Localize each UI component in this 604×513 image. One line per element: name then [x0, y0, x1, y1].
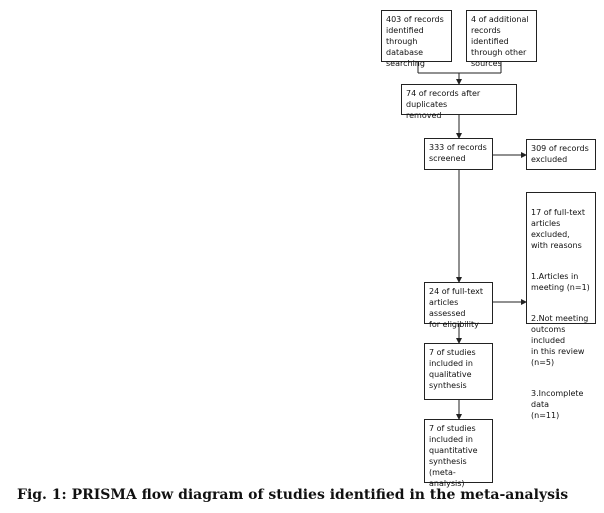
after-duplicates-box: 74 of records after duplicates removed	[401, 84, 517, 120]
qualitative-synthesis-box: 7 of studies included in qualitative syn…	[424, 343, 493, 400]
fulltext-excluded-box: 17 of full-text articles excluded, with …	[526, 192, 596, 420]
identified-other-sources-box: 4 of additional records identified throu…	[466, 10, 537, 68]
fulltext-excluded-heading: 17 of full-text articles excluded, with …	[531, 208, 585, 250]
eligibility-box: 24 of full-text articles assessed for el…	[424, 282, 493, 329]
exclusion-reason-1: 1.Articles in meeting (n=1)	[531, 272, 590, 292]
identified-database-box: 403 of records identified through databa…	[381, 10, 452, 68]
screened-box: 333 of records screened	[424, 138, 493, 170]
excluded-box: 309 of records excluded	[526, 139, 596, 170]
figure-caption: Fig. 1: PRISMA flow diagram of studies i…	[17, 487, 569, 503]
exclusion-reason-2: 2.Not meeting outcoms included in this r…	[531, 314, 589, 367]
exclusion-reason-3: 3.Incomplete data (n=11)	[531, 389, 584, 420]
quantitative-synthesis-box: 7 of studies included in quantitative sy…	[424, 419, 493, 488]
